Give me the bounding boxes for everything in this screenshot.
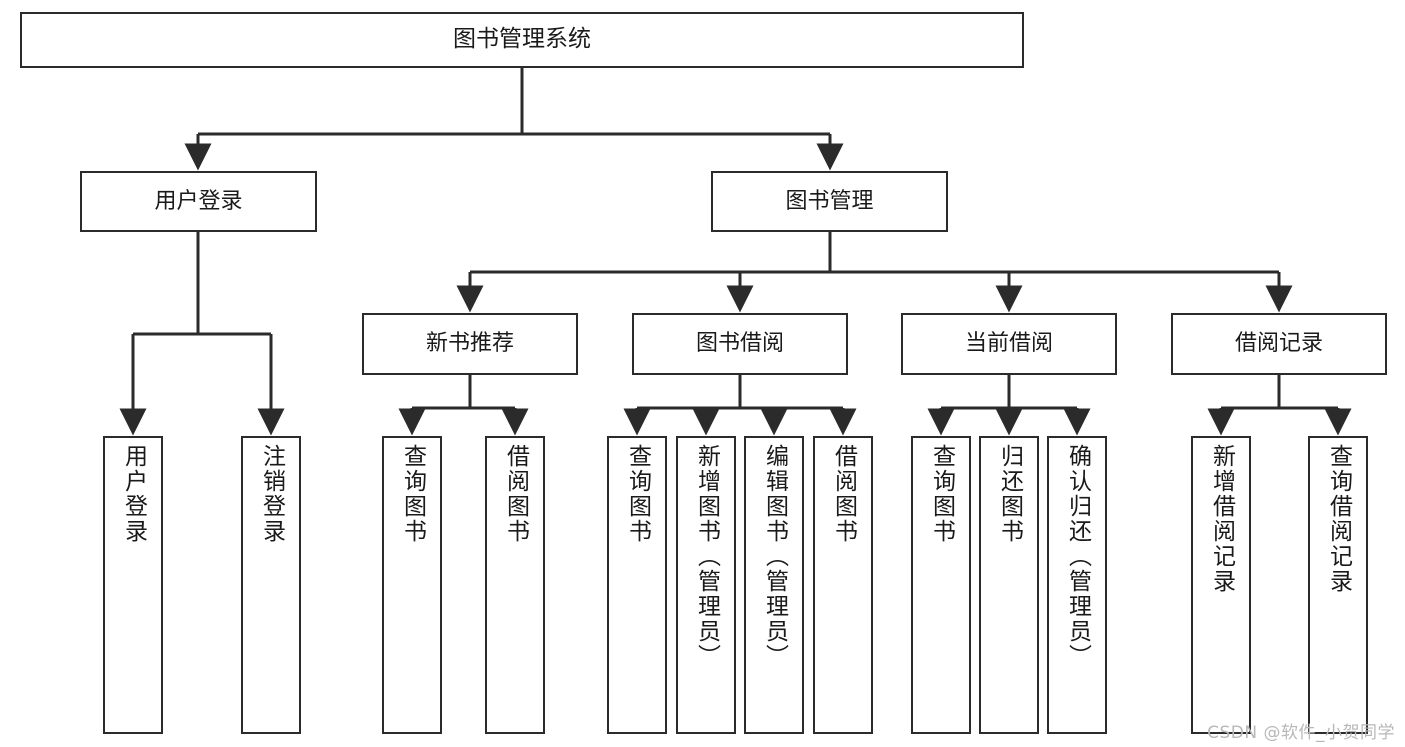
node-label: 归还图书 [996, 444, 1023, 544]
node-leaf-borrow-book[interactable]: 借阅图书 [813, 436, 873, 734]
node-label: 新增图书（管理员） [693, 444, 720, 669]
node-label: 新增借阅记录 [1208, 444, 1235, 594]
node-label: 查询图书 [624, 444, 651, 544]
node-leaf-confirm-return-admin[interactable]: 确认归还（管理员） [1047, 436, 1107, 734]
node-leaf-query-book-current[interactable]: 查询图书 [911, 436, 971, 734]
watermark-text: CSDN @软件_小贺同学 [1207, 723, 1395, 743]
node-user-login[interactable]: 用户登录 [80, 171, 317, 232]
node-label: 当前借阅 [964, 331, 1053, 357]
node-book-management[interactable]: 图书管理 [711, 171, 948, 232]
node-label: 用户登录 [120, 444, 147, 544]
node-leaf-query-borrow-record[interactable]: 查询借阅记录 [1308, 436, 1368, 734]
node-leaf-query-book-new[interactable]: 查询图书 [382, 436, 442, 734]
node-leaf-borrow-book-new[interactable]: 借阅图书 [485, 436, 545, 734]
node-current-borrow[interactable]: 当前借阅 [901, 313, 1117, 375]
node-label: 查询借阅记录 [1325, 444, 1352, 594]
node-label: 借阅图书 [830, 444, 857, 544]
node-root-system[interactable]: 图书管理系统 [20, 12, 1024, 68]
node-new-book-recommend[interactable]: 新书推荐 [362, 313, 578, 375]
node-label: 查询图书 [399, 444, 426, 544]
node-label: 图书管理 [785, 188, 874, 214]
node-label: 注销登录 [258, 444, 285, 544]
node-leaf-query-book-borrow[interactable]: 查询图书 [607, 436, 667, 734]
node-leaf-add-borrow-record[interactable]: 新增借阅记录 [1191, 436, 1251, 734]
node-label: 图书管理系统 [453, 26, 591, 53]
node-label: 新书推荐 [425, 331, 514, 357]
node-label: 用户登录 [154, 188, 243, 214]
node-label: 借阅图书 [502, 444, 529, 544]
node-leaf-user-login[interactable]: 用户登录 [103, 436, 163, 734]
node-leaf-logout[interactable]: 注销登录 [241, 436, 301, 734]
node-leaf-edit-book-admin[interactable]: 编辑图书（管理员） [744, 436, 804, 734]
node-book-borrow[interactable]: 图书借阅 [632, 313, 848, 375]
node-borrow-record[interactable]: 借阅记录 [1171, 313, 1387, 375]
node-label: 借阅记录 [1234, 331, 1323, 357]
node-label: 查询图书 [928, 444, 955, 544]
node-leaf-add-book-admin[interactable]: 新增图书（管理员） [676, 436, 736, 734]
node-leaf-return-book[interactable]: 归还图书 [979, 436, 1039, 734]
node-label: 确认归还（管理员） [1064, 444, 1091, 669]
node-label: 图书借阅 [695, 331, 784, 357]
node-label: 编辑图书（管理员） [761, 444, 788, 669]
